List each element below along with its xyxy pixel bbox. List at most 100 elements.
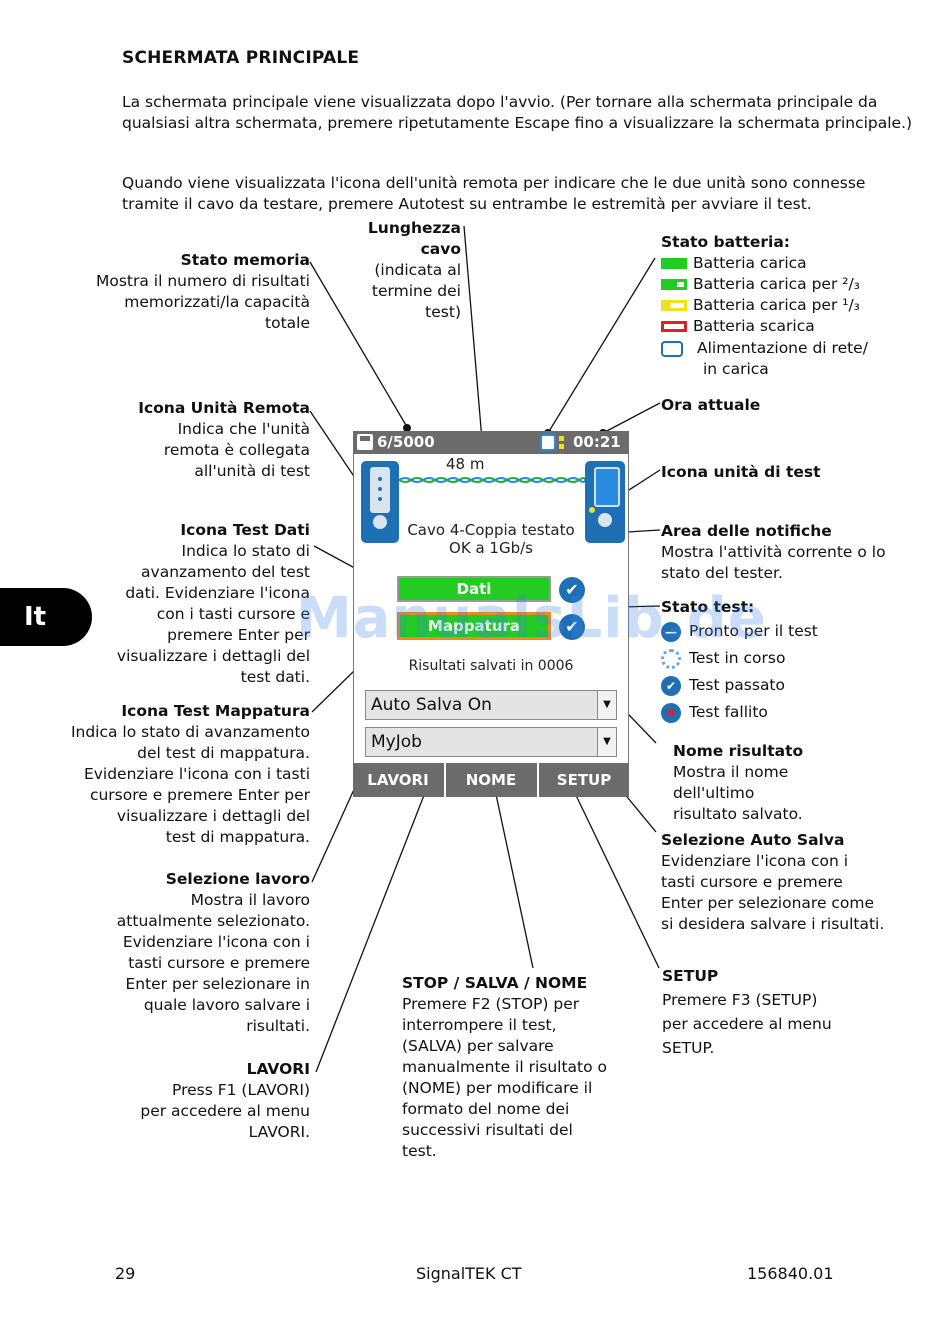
softkey-setup[interactable]: SETUP [556,771,612,789]
callout-line: stato del tester. [661,564,783,582]
callout-lunghezza-cavo: Lunghezza cavo (indicata al termine dei … [340,218,461,323]
line-lunghezza [463,225,484,453]
page-title: SCHERMATA PRINCIPALE [122,48,360,68]
battery-two-thirds-row: Batteria carica per ²/₃ [661,274,931,295]
battery-full-icon [661,258,687,269]
cable-length: 48 m [446,455,485,473]
job-select[interactable]: MyJob ▼ [365,727,617,757]
watermark: ManualsLib.de [296,586,767,651]
callout-line: totale [265,314,310,332]
callout-line: tasti cursore e premere [661,873,843,891]
notification-line: Cavo 4-Coppia testato [407,521,575,539]
test-unit-icon [585,461,625,543]
softkey-nome[interactable]: NOME [465,771,517,789]
callout-heading: SETUP [662,967,719,985]
status-passed-row: ✔Test passato [661,672,921,699]
callout-line: Mostra il lavoro [190,891,310,909]
callout-icona-unita-test: Icona unità di test [661,462,821,483]
auto-save-value: Auto Salva On [371,695,492,715]
data-test-button[interactable]: Dati [397,576,551,602]
callout-line: Press F1 (LAVORI) [172,1081,310,1099]
notification-area: Cavo 4-Coppia testato OK a 1Gb/s [360,521,622,557]
callout-line: successivi risultati del [402,1121,573,1139]
callout-line: (NOME) per modificare il [402,1079,593,1097]
callout-stato-batteria: Stato batteria: Batteria carica Batteria… [661,232,931,380]
callout-line: visualizzare i dettagli del [116,647,310,665]
callout-line: test) [425,303,461,321]
callout-heading: cavo [420,240,461,258]
notification-line: OK a 1Gb/s [449,539,533,557]
callout-stato-memoria: Stato memoria Mostra il numero di risult… [40,250,310,334]
callout-line: Indica lo stato di [181,542,311,560]
callout-lavori: LAVORI Press F1 (LAVORI) per accedere al… [40,1059,310,1143]
charging-icon [559,444,564,449]
callout-line: per accedere al menu [140,1102,310,1120]
callout-nome-risultato: Nome risultato Mostra il nome dell'ultim… [673,741,923,825]
callout-heading: Stato test: [661,598,755,616]
status-failed-row: ✖Test fallito [661,699,921,726]
callout-line: Mostra il numero di risultati [96,272,310,290]
product-name: SignalTEK CT [416,1264,522,1283]
fail-x-icon: ✖ [661,702,681,723]
wiremap-test-button[interactable]: Mappatura [397,612,551,640]
callout-setup: SETUP Premere F3 (SETUP) per accedere al… [662,964,922,1060]
callout-heading: Icona Test Mappatura [121,702,310,720]
callout-selezione-lavoro: Selezione lavoro Mostra il lavoro attual… [40,869,310,1037]
battery-one-third-row: Batteria carica per ¹/₃ [661,295,931,316]
callout-stop-salva-nome: STOP / SALVA / NOME Premere F2 (STOP) pe… [402,973,642,1162]
callout-line: formato del nome dei [402,1100,570,1118]
battery-full-row: Batteria carica [661,253,931,274]
callout-heading: Nome risultato [673,742,804,760]
callout-line: avanzamento del test [141,563,310,581]
line-lavori [315,784,429,1073]
callout-area-notifiche: Area delle notifiche Mostra l'attività c… [661,521,941,584]
callout-line: Indica che l'unità [177,420,310,438]
callout-line: con i tasti cursore e [156,605,310,623]
softkey-divider [537,763,539,797]
callout-line: si desidera salvare i risultati. [661,915,885,933]
callout-line: premere Enter per [167,626,310,644]
status-ready-row: —Pronto per il test [661,618,921,645]
callout-line: cursore e premere Enter per [89,786,310,804]
job-value: MyJob [371,732,422,752]
callout-line: Premere F2 (STOP) per [402,995,580,1013]
legend-label: Batteria carica [693,254,807,272]
callout-icona-dati: Icona Test Dati Indica lo stato di avanz… [40,520,310,688]
legend-label: Batteria carica per ²/₃ [693,275,860,293]
callout-line: test di mappatura. [165,828,310,846]
callout-heading: Stato batteria: [661,233,790,251]
language-tab: It [0,588,92,646]
callout-line: tasti cursore e premere [128,954,310,972]
callout-line: interrompere il test, [402,1016,557,1034]
callout-line: risultati. [246,1017,310,1035]
page-number: 29 [115,1264,136,1283]
softkey-lavori[interactable]: LAVORI [367,771,429,789]
line-stato-memoria [309,261,408,428]
callout-ora-attuale: Ora attuale [661,395,760,416]
callout-heading: LAVORI [246,1060,310,1078]
callout-icona-remota: Icona Unità Remota Indica che l'unità re… [40,398,310,482]
battery-empty-icon [661,321,687,332]
softkey-bar: LAVORI NOME SETUP [353,763,629,797]
chevron-down-icon: ▼ [597,691,616,719]
callout-heading: STOP / SALVA / NOME [402,974,588,992]
callout-heading: Icona Test Dati [180,521,310,539]
callout-line: Mostra il nome [673,763,789,781]
cable-icon [399,477,585,483]
callout-line: per accedere al menu [662,1015,832,1033]
callout-line: dell'ultimo [673,784,755,802]
callout-heading: Area delle notifiche [661,522,832,540]
callout-line: all'unità di test [194,462,310,480]
battery-mains-row: Alimentazione di rete/ [661,338,931,359]
document-code: 156840.01 [747,1264,834,1283]
callout-heading: Icona unità di test [661,463,821,481]
device-status-bar: 6/5000 00:21 [353,431,629,454]
legend-label: in carica [703,360,769,378]
callout-line: Indica lo stato di avanzamento [70,723,310,741]
callout-line: Enter per selezionare in [125,975,310,993]
auto-save-select[interactable]: Auto Salva On ▼ [365,690,617,720]
callout-heading: Lunghezza [367,219,461,237]
callout-line: Evidenziare l'icona con i tasti [83,765,310,783]
callout-line: del test di mappatura. [137,744,310,762]
callout-line: SETUP. [662,1039,715,1057]
